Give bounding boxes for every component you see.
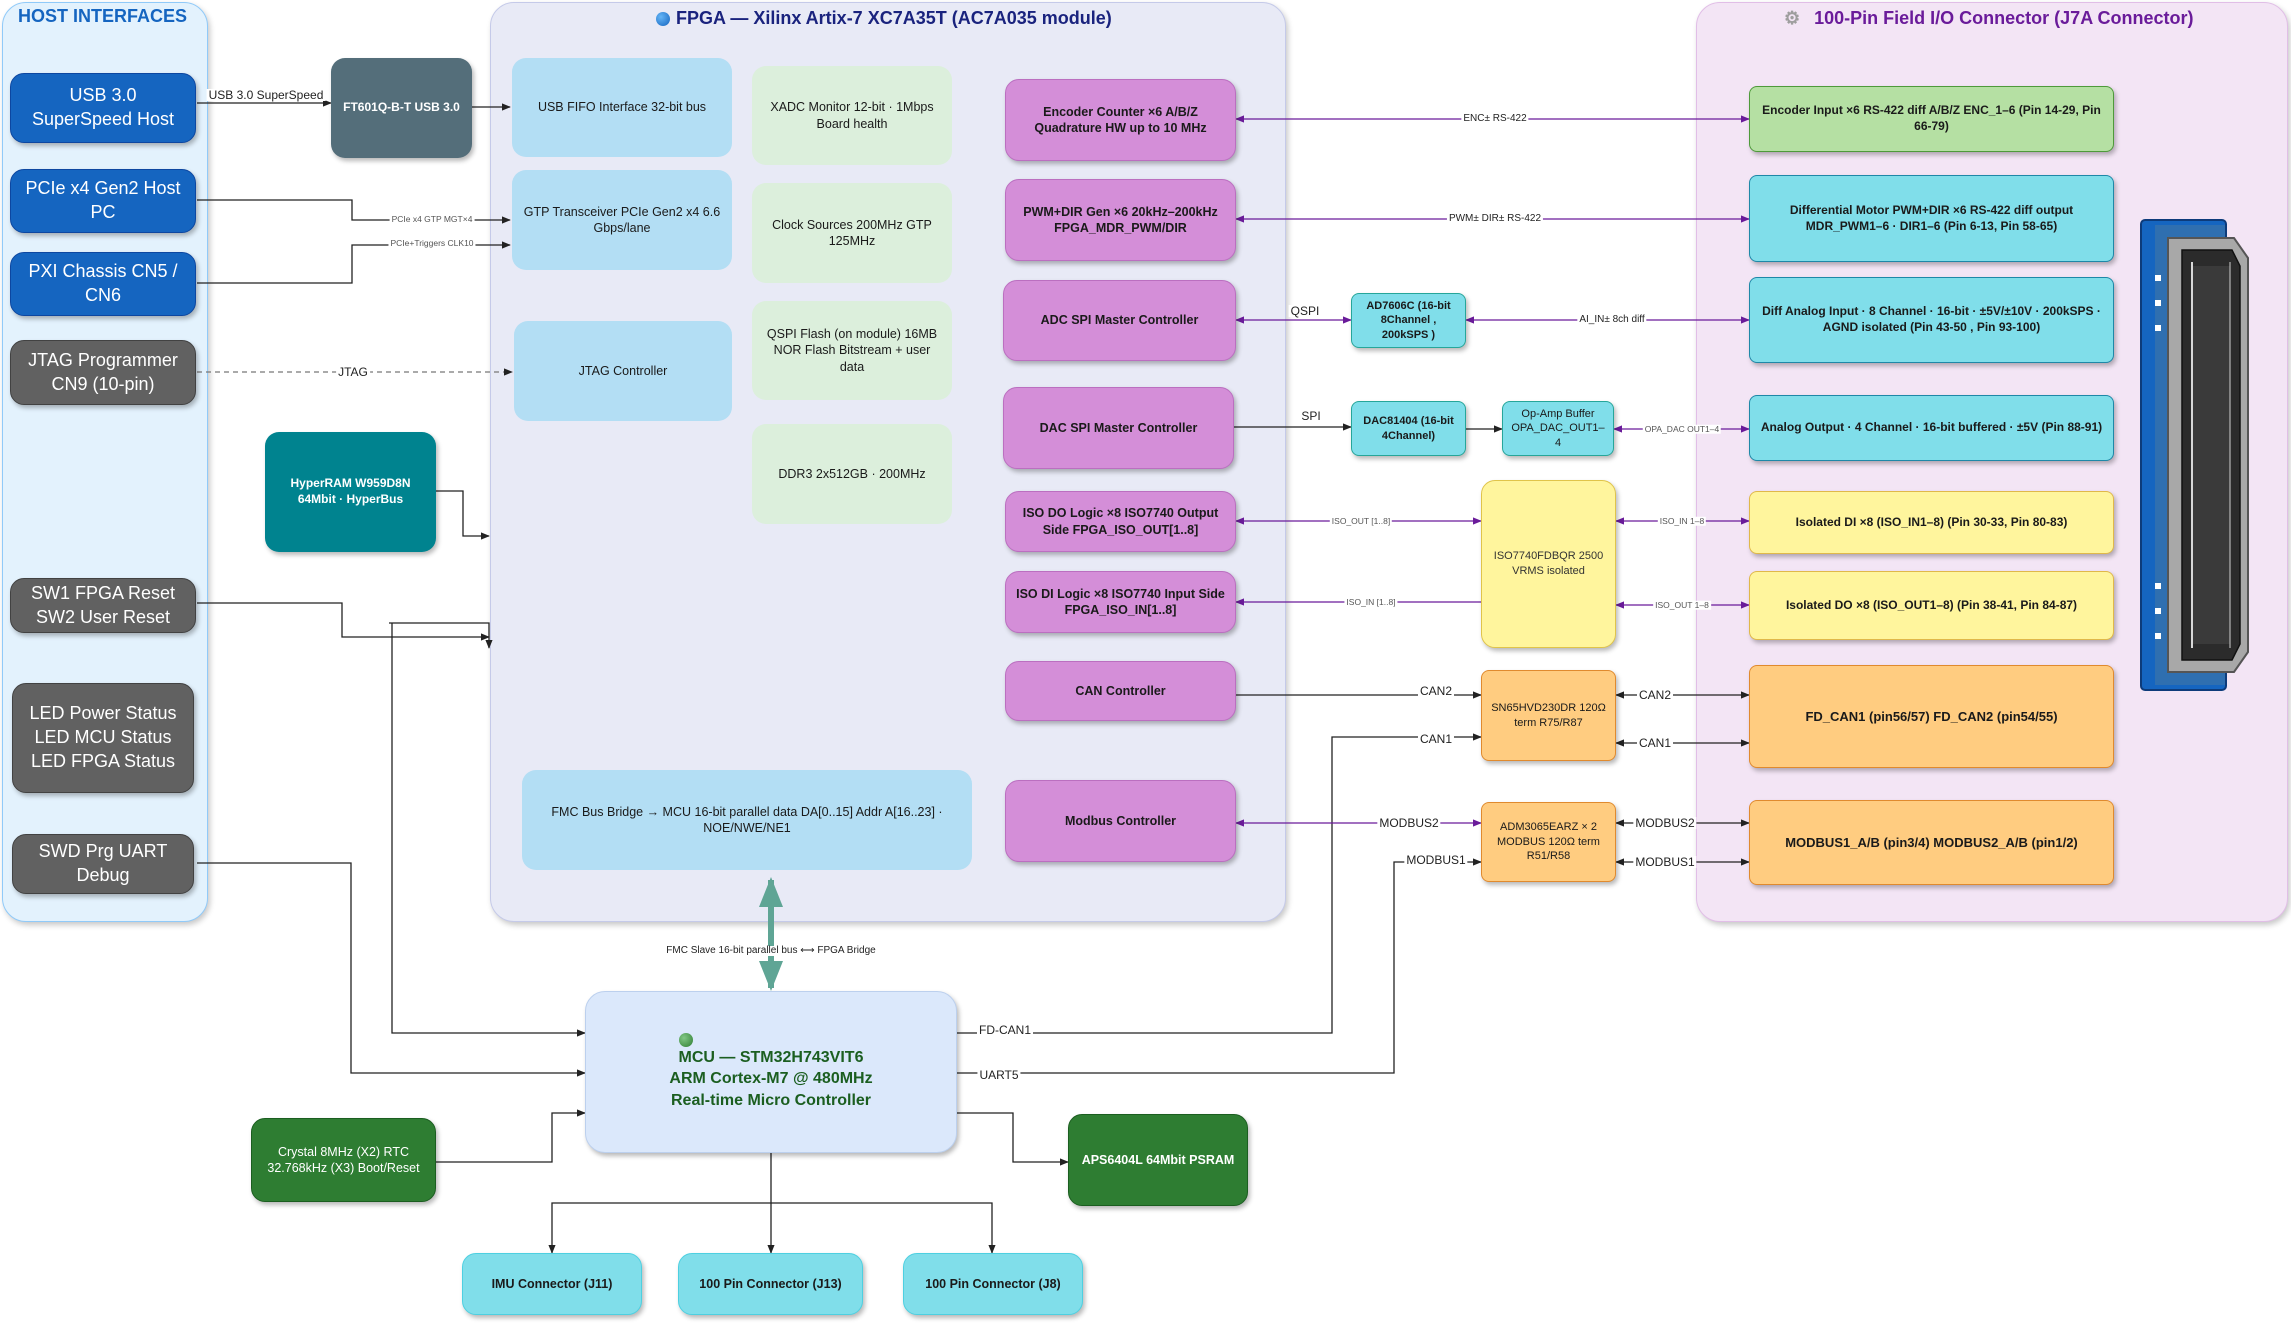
wire-mcu-uart5-to-adm (957, 858, 1482, 1074)
label-can2-left: CAN2 (1417, 684, 1455, 698)
gear-icon: ⚙ (1784, 8, 1801, 28)
label-modbus1-right: MODBUS1 (1633, 855, 1697, 869)
dsub-connector-icon (2140, 219, 2249, 691)
field-fd-can: FD_CAN1 (pin56/57) FD_CAN2 (pin54/55) (1749, 665, 2114, 768)
reset-switches-block[interactable]: SW1 FPGA Reset SW2 User Reset (10, 578, 196, 633)
pcie-host-block[interactable]: PCIe x4 Gen2 Host PC (10, 169, 196, 233)
wire-mcu-to-j8 (771, 1202, 996, 1254)
mcu-line-2: ARM Cortex-M7 @ 480MHz (669, 1070, 873, 1088)
wire-reset-to-mcu (389, 622, 493, 649)
xadc-monitor: XADC Monitor 12-bit · 1Mbps Board health (752, 66, 952, 165)
led-status-block: LED Power Status LED MCU Status LED FPGA… (12, 683, 194, 793)
field-connector-title: ⚙ 100-Pin Field I/O Connector (J7A Connec… (1784, 8, 2194, 29)
imu-connector-j11: IMU Connector (J11) (462, 1253, 642, 1315)
mcu-stm32h743: MCU — STM32H743VIT6 ARM Cortex-M7 @ 480M… (585, 991, 957, 1153)
pin-connector-j13: 100 Pin Connector (J13) (678, 1253, 863, 1315)
wire-hyperram-to-fpga (436, 490, 490, 540)
wire-swd-to-mcu (197, 862, 586, 1077)
label-usb: USB 3.0 SuperSpeed (206, 88, 326, 102)
label-pwm: PWM± DIR± RS-422 (1446, 213, 1544, 224)
gtp-transceiver: GTP Transceiver PCIe Gen2 x4 6.6 Gbps/la… (512, 170, 732, 270)
field-isolated-di: Isolated DI ×8 (ISO_IN1–8) (Pin 30-33, P… (1749, 491, 2114, 554)
opamp-buffer: Op-Amp Buffer OPA_DAC_OUT1–4 (1502, 401, 1614, 456)
label-opa: OPA_DAC OUT1–4 (1642, 423, 1722, 434)
blue-circle-icon (656, 12, 670, 26)
iso7740-isolator: ISO7740FDBQR 2500 VRMS isolated (1481, 480, 1616, 648)
ddr3-memory: DDR3 2x512GB · 200MHz (752, 424, 952, 524)
label-modbus1-left: MODBUS1 (1404, 853, 1468, 867)
adc-spi-master: ADC SPI Master Controller (1003, 280, 1236, 361)
fmc-bus-bridge: FMC Bus Bridge → MCU 16-bit parallel dat… (522, 770, 972, 870)
wire-crystal-to-mcu (436, 1109, 586, 1163)
label-pcie: PCIe x4 GTP MGT×4 (389, 213, 475, 224)
green-circle-icon (678, 1033, 693, 1048)
wire-mcu-fdcan1-to-sn65 (957, 733, 1482, 1034)
can-controller: CAN Controller (1005, 661, 1236, 721)
wire-mcu-to-imu (548, 1153, 772, 1254)
label-enc: ENC± RS-422 (1461, 113, 1529, 124)
label-can1-left: CAN1 (1417, 732, 1455, 746)
pwm-dir-generator: PWM+DIR Gen ×6 20kHz–200kHz FPGA_MDR_PWM… (1005, 179, 1236, 261)
label-ain: AI_IN± 8ch diff (1577, 314, 1647, 325)
label-fdcan1: FD-CAN1 (976, 1023, 1034, 1037)
iso-di-logic: ISO DI Logic ×8 ISO7740 Input Side FPGA_… (1005, 571, 1236, 633)
label-jtag: JTAG (336, 365, 370, 379)
label-iso-in: ISO_IN [1..8] (1344, 596, 1398, 607)
label-can2-right: CAN2 (1636, 688, 1674, 702)
pin-connector-j8: 100 Pin Connector (J8) (903, 1253, 1083, 1315)
fpga-title-text: FPGA — Xilinx Artix-7 XC7A35T (AC7A035 m… (676, 8, 1112, 28)
label-qspi: QSPI (1288, 304, 1322, 318)
field-title-text: 100-Pin Field I/O Connector (J7A Connect… (1814, 8, 2194, 28)
wire-pxi-to-gtp (197, 241, 511, 284)
clock-sources: Clock Sources 200MHz GTP 125MHz (752, 183, 952, 283)
hyperram-block: HyperRAM W959D8N 64Mbit · HyperBus (265, 432, 436, 552)
wire-mcu-to-psram (957, 1112, 1069, 1166)
wire-reset-to-mcu-2 (391, 623, 586, 1037)
pxi-chassis-block[interactable]: PXI Chassis CN5 / CN6 (10, 252, 196, 316)
psram-block: APS6404L 64Mbit PSRAM (1068, 1114, 1248, 1206)
ft601-block: FT601Q-B-T USB 3.0 (331, 58, 472, 158)
iso-do-logic: ISO DO Logic ×8 ISO7740 Output Side FPGA… (1005, 491, 1236, 552)
label-can1-right: CAN1 (1636, 736, 1674, 750)
sn65hvd230-can: SN65HVD230DR 120Ω term R75/R87 (1481, 670, 1616, 761)
field-encoder-input: Encoder Input ×6 RS-422 diff A/B/Z ENC_1… (1749, 86, 2114, 152)
label-modbus2-right: MODBUS2 (1633, 816, 1697, 830)
field-isolated-do: Isolated DO ×8 (ISO_OUT1–8) (Pin 38-41, … (1749, 571, 2114, 640)
swd-uart-block[interactable]: SWD Prg UART Debug (12, 834, 194, 894)
label-iso-out: ISO_OUT [1..8] (1329, 515, 1393, 526)
label-iso-in-right: ISO_IN 1–8 (1657, 515, 1707, 526)
modbus-controller: Modbus Controller (1005, 780, 1236, 862)
label-uart5: UART5 (977, 1068, 1021, 1082)
mcu-title-line: MCU — STM32H743VIT6 (678, 1033, 864, 1068)
fpga-title: FPGA — Xilinx Artix-7 XC7A35T (AC7A035 m… (656, 8, 1112, 29)
field-diff-pwm-dir: Differential Motor PWM+DIR ×6 RS-422 dif… (1749, 175, 2114, 262)
mcu-line-1: MCU — STM32H743VIT6 (678, 1049, 864, 1067)
usb-fifo-interface: USB FIFO Interface 32-bit bus (512, 58, 732, 157)
label-spi: SPI (1299, 409, 1323, 423)
label-iso-out-right: ISO_OUT 1–8 (1653, 599, 1711, 610)
wire-reset-to-fpga (197, 602, 490, 641)
host-interfaces-title: HOST INTERFACES (18, 6, 188, 26)
field-modbus: MODBUS1_A/B (pin3/4) MODBUS2_A/B (pin1/2… (1749, 800, 2114, 885)
dac-spi-master: DAC SPI Master Controller (1003, 387, 1234, 469)
qspi-flash: QSPI Flash (on module) 16MB NOR Flash Bi… (752, 301, 952, 400)
jtag-controller: JTAG Controller (514, 321, 732, 421)
encoder-counter: Encoder Counter ×6 A/B/Z Quadrature HW u… (1005, 79, 1236, 161)
usb-host-block[interactable]: USB 3.0 SuperSpeed Host (10, 73, 196, 143)
crystal-block: Crystal 8MHz (X2) RTC 32.768kHz (X3) Boo… (251, 1118, 436, 1202)
label-modbus2-left: MODBUS2 (1377, 816, 1441, 830)
mcu-line-3: Real-time Micro Controller (670, 1091, 872, 1109)
dac81404: DAC81404 (16-bit 4Channel) (1351, 401, 1466, 456)
ad7606-adc: AD7606C (16-bit 8Channel , 200kSPS ) (1351, 293, 1466, 348)
field-diff-analog-input: Diff Analog Input · 8 Channel · 16-bit ·… (1749, 277, 2114, 363)
label-fmc: FMC Slave 16-bit parallel bus ⟷ FPGA Bri… (664, 945, 878, 956)
label-pxi: PCIe+Triggers CLK10 (388, 237, 476, 248)
jtag-programmer-block[interactable]: JTAG Programmer CN9 (10-pin) (10, 340, 196, 405)
adm3065-rs485: ADM3065EARZ × 2 MODBUS 120Ω term R51/R58 (1481, 802, 1616, 882)
field-analog-output: Analog Output · 4 Channel · 16-bit buffe… (1749, 395, 2114, 461)
